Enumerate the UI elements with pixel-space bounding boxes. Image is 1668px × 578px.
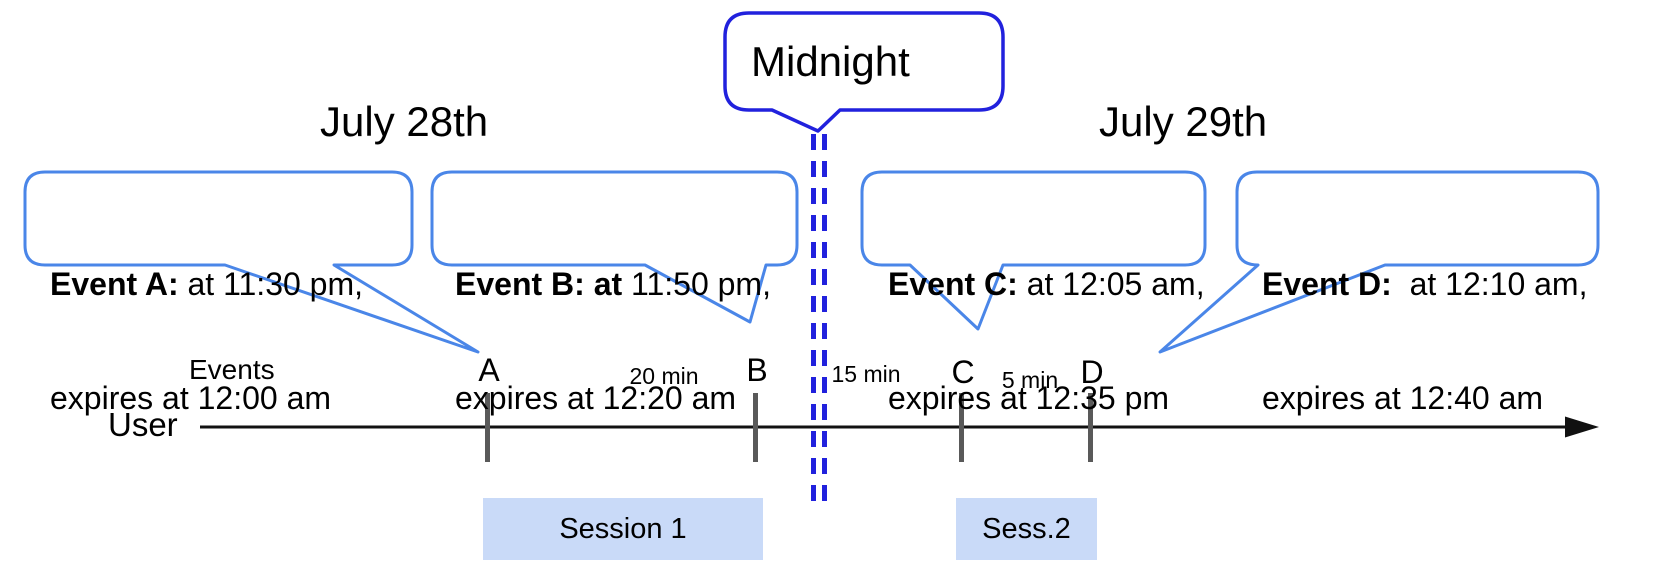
session-1-label: Session 1 (559, 512, 687, 545)
midnight-callout-shape (723, 11, 1005, 133)
event-c-callout-text: Event C: at 12:05 am, expires at 12:35 p… (888, 189, 1205, 455)
event-b-line2: expires at 12:20 am (455, 380, 737, 416)
tick-label-b: B (746, 352, 768, 388)
event-b-title: Event B: at (455, 266, 623, 302)
session-1-box: Session 1 (483, 498, 763, 560)
event-a-title: Event A: (50, 266, 179, 302)
event-c-line2: expires at 12:35 pm (888, 380, 1170, 416)
interval-label-20min: 20 min (629, 363, 699, 389)
event-a-time: at 11:30 pm, (178, 266, 364, 302)
event-d-callout-text: Event D: at 12:10 am, expires at 12:40 a… (1262, 189, 1587, 455)
session-2-label: Sess.2 (982, 512, 1071, 545)
user-axis-label: User (108, 406, 178, 443)
event-d-title: Event D: (1262, 266, 1392, 302)
date-heading-july-28: July 28th (320, 98, 489, 145)
interval-label-5min: 5 min (1001, 367, 1059, 393)
tick-label-d: D (1080, 354, 1104, 390)
interval-label-15min: 15 min (831, 361, 901, 387)
event-a-line2: expires at 12:00 am (50, 380, 332, 416)
event-b-callout-text: Event B: at 11:50 pm, expires at 12:20 a… (455, 189, 771, 455)
midnight-callout-label: Midnight (751, 38, 910, 85)
event-d-line1: Event D: at 12:10 am, (1262, 265, 1587, 303)
date-heading-july-29: July 29th (1099, 98, 1268, 145)
event-d-time: at 12:10 am, (1391, 266, 1588, 302)
event-c-time: at 12:05 am, (1017, 266, 1205, 302)
event-b-time: 11:50 pm, (622, 266, 771, 302)
event-b-line1: Event B: at 11:50 pm, (455, 265, 771, 303)
events-axis-label: Events (189, 354, 275, 385)
tick-label-a: A (478, 352, 500, 388)
event-d-line2: expires at 12:40 am (1262, 380, 1544, 416)
event-a-callout-shape (23, 170, 480, 354)
timeline-arrowhead-icon (1565, 416, 1599, 438)
session-2-box: Sess.2 (956, 498, 1097, 560)
event-c-callout-shape (860, 170, 1207, 331)
event-c-line1: Event C: at 12:05 am, (888, 265, 1205, 303)
event-b-callout-shape (430, 170, 799, 324)
event-c-title: Event C: (888, 266, 1018, 302)
tick-label-c: C (951, 354, 975, 390)
event-a-line1: Event A: at 11:30 pm, (50, 265, 363, 303)
event-a-callout-text: Event A: at 11:30 pm, expires at 12:00 a… (50, 189, 363, 455)
event-d-callout-shape (1158, 170, 1600, 354)
